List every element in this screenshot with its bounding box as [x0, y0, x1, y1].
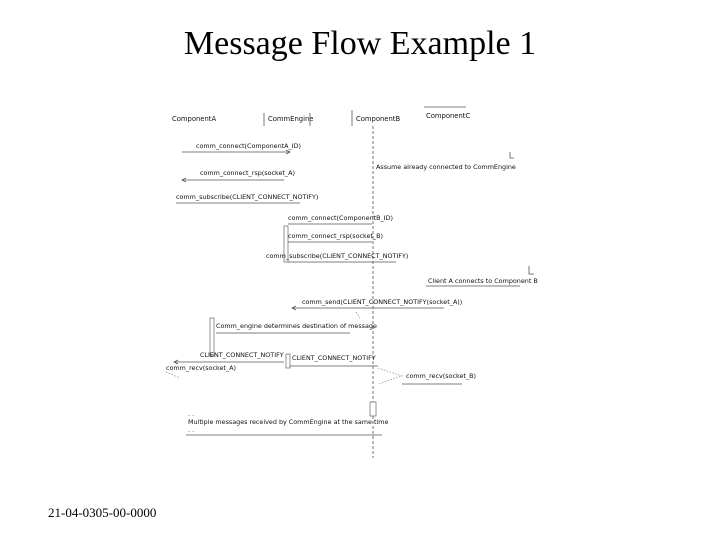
message-12: comm_recv(socket_B) — [377, 367, 476, 385]
note-text: Client A connects to Component B — [428, 277, 538, 285]
ellipsis: . . — [188, 410, 194, 418]
note-client-connects: Client A connects to Component B — [426, 266, 538, 287]
participant-component-a: ComponentA — [172, 115, 216, 123]
participant-component-c: ComponentC — [424, 106, 470, 120]
message-7: comm_send(CLIENT_CONNECT_NOTIFY(socket_A… — [291, 298, 462, 319]
message-2: comm_connect_rsp(socket_A) — [181, 169, 295, 183]
activation-bar — [283, 225, 289, 263]
arrow-head — [181, 177, 187, 183]
arrow-head — [173, 359, 179, 365]
message-8: Comm_engine determines destination of me… — [209, 317, 377, 357]
note-text: Assume already connected to CommEngine — [376, 163, 516, 171]
message-4: comm_connect(ComponentB_ID) — [288, 214, 393, 225]
dotted-connector — [377, 367, 404, 385]
activation-bar — [369, 401, 377, 417]
message-label: comm_subscribe(CLIENT_CONNECT_NOTIFY) — [176, 193, 318, 201]
message-6: comm_subscribe(CLIENT_CONNECT_NOTIFY) — [266, 225, 408, 263]
message-label: comm_connect(ComponentA_ID) — [196, 142, 301, 150]
message-label: Comm_engine determines destination of me… — [216, 322, 377, 330]
message-label: comm_connect(ComponentB_ID) — [288, 214, 393, 222]
message-9: CLIENT_CONNECT_NOTIFY — [173, 351, 284, 365]
participant-label: CommEngine — [268, 115, 313, 123]
participant-label: ComponentC — [426, 112, 470, 120]
activation-bar — [285, 353, 291, 369]
message-label: comm_connect_rsp(socket_B) — [288, 232, 383, 240]
sequence-diagram: ComponentA CommEngine ComponentB Compone… — [165, 106, 538, 458]
message-label: comm_recv(socket_B) — [406, 372, 476, 380]
participant-label: ComponentA — [172, 115, 216, 123]
activation-bar — [209, 317, 215, 357]
message-1: comm_connect(ComponentA_ID) — [182, 142, 301, 155]
message-10: CLIENT_CONNECT_NOTIFY — [285, 353, 378, 369]
dotted-connector — [165, 371, 181, 379]
message-label: comm_recv(socket_A) — [166, 364, 236, 372]
participant-label: ComponentB — [356, 115, 400, 123]
message-11: comm_recv(socket_A) — [165, 364, 236, 379]
note-text: Multiple messages received by CommEngine… — [188, 418, 388, 426]
note-assume-connected: Assume already connected to CommEngine — [376, 152, 516, 171]
participant-component-b: ComponentB — [351, 110, 400, 126]
message-label: CLIENT_CONNECT_NOTIFY — [292, 354, 376, 362]
message-label: comm_send(CLIENT_CONNECT_NOTIFY(socket_A… — [302, 298, 462, 306]
dotted-connector — [355, 311, 361, 319]
note-bracket — [509, 152, 514, 159]
message-label: comm_subscribe(CLIENT_CONNECT_NOTIFY) — [266, 252, 408, 260]
message-3: comm_subscribe(CLIENT_CONNECT_NOTIFY) — [176, 193, 318, 204]
message-label: CLIENT_CONNECT_NOTIFY — [200, 351, 284, 359]
participant-comm-engine: CommEngine — [263, 113, 313, 126]
document-id: 21-04-0305-00-0000 — [48, 505, 157, 520]
ellipsis: . . — [188, 426, 194, 434]
arrow-head — [285, 149, 291, 155]
message-label: comm_connect_rsp(socket_A) — [200, 169, 295, 177]
message-5: comm_connect_rsp(socket_B) — [288, 232, 383, 243]
note-bracket — [528, 266, 534, 275]
arrow-head — [291, 305, 297, 311]
slide-title: Message Flow Example 1 — [183, 25, 537, 62]
note-multiple-messages: . . Multiple messages received by CommEn… — [186, 401, 388, 436]
